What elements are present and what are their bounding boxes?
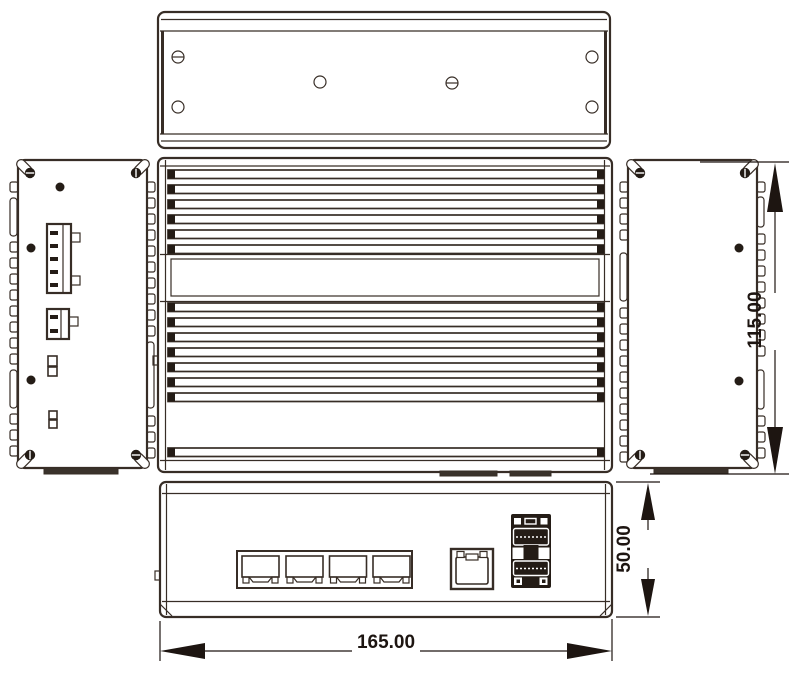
terminal-block-5pin xyxy=(45,222,81,295)
panel-dot xyxy=(734,376,744,386)
left-side-outline xyxy=(16,158,149,470)
right-side-view xyxy=(619,156,766,475)
top-view xyxy=(156,10,612,150)
left-side-view xyxy=(9,156,156,475)
right-side-outline xyxy=(626,158,759,470)
dimension-height: 115.00 xyxy=(650,161,789,475)
fin-teeth-right-outer xyxy=(756,181,766,459)
fin-teeth-left-outer xyxy=(9,181,19,457)
front-view-outline xyxy=(156,156,614,474)
sfp-cage xyxy=(511,514,551,588)
mounting-hole xyxy=(171,50,599,114)
top-view-outline xyxy=(156,10,612,150)
dimension-depth: 50.00 xyxy=(614,481,660,618)
corner-screws-right-view xyxy=(623,156,762,472)
terminal-block-2pin xyxy=(45,307,79,341)
dimension-depth-label: 50.00 xyxy=(614,525,635,573)
side-notch xyxy=(152,355,159,366)
panel-dot xyxy=(55,182,65,192)
heatsink-fins-upper xyxy=(167,169,605,255)
arrow-up-icon xyxy=(641,483,655,520)
arrow-down-icon xyxy=(767,427,783,474)
rj45-port-2 xyxy=(285,555,324,584)
arrow-right-icon xyxy=(567,643,612,659)
side-notch xyxy=(154,570,161,581)
rj45-port-1 xyxy=(241,555,280,584)
rj45-port-group xyxy=(236,550,413,589)
arrow-down-icon xyxy=(641,579,655,616)
rj45-port-3 xyxy=(328,555,368,584)
panel-dot xyxy=(26,243,36,253)
din-rail-foot xyxy=(43,467,119,475)
fin-teeth-right-inner xyxy=(619,181,629,463)
sfp-slot-2 xyxy=(512,560,550,577)
dip-switch xyxy=(47,355,58,377)
din-clip-tab xyxy=(439,470,498,477)
panel-dot xyxy=(734,243,744,253)
rj45-port-4 xyxy=(372,555,411,584)
fin-teeth-left-inner xyxy=(146,181,156,459)
din-rail-foot xyxy=(653,467,729,475)
dimension-width: 165.00 xyxy=(159,619,613,661)
dimension-width-label: 165.00 xyxy=(357,632,415,653)
rj45-single-port xyxy=(449,547,495,591)
bottom-view xyxy=(154,480,614,619)
ground-lug xyxy=(48,410,58,429)
corner-screws-left-view xyxy=(13,156,153,472)
mounting-screw-slotted xyxy=(171,50,459,90)
arrow-left-icon xyxy=(160,643,205,659)
front-view xyxy=(152,156,614,477)
label-area xyxy=(160,253,610,303)
arrow-up-icon xyxy=(767,163,783,212)
heatsink-fins-lower xyxy=(167,302,605,458)
din-clip-tab xyxy=(509,470,552,477)
panel-dot xyxy=(26,375,36,385)
dimension-height-label: 115.00 xyxy=(745,291,766,348)
bottom-view-outline xyxy=(158,480,614,619)
